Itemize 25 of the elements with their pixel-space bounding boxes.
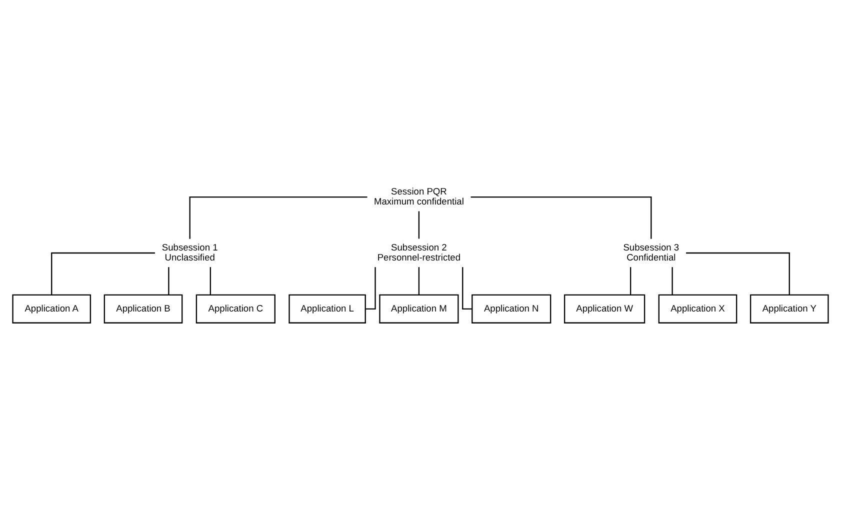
connector — [686, 252, 790, 295]
node-box: Application W — [564, 294, 646, 324]
connector — [189, 196, 368, 239]
connector — [51, 252, 155, 295]
node-text: Subsession 3 Confidential — [623, 242, 680, 262]
node-box: Application L — [288, 294, 366, 324]
connector — [672, 267, 673, 295]
connector — [630, 267, 632, 295]
node-box: Application B — [104, 294, 183, 324]
node-text: Session PQR Maximum confidential — [374, 186, 464, 207]
node-box: Application M — [379, 294, 459, 324]
connector — [462, 267, 472, 310]
connector — [418, 211, 420, 239]
node-box: Application A — [12, 294, 92, 324]
node-box: Application X — [658, 294, 738, 324]
connector — [418, 267, 420, 295]
connector — [168, 267, 170, 295]
node-box: Application Y — [750, 294, 829, 324]
node-text: Subsession 2 Personnel-restricted — [377, 242, 461, 262]
connector — [210, 267, 212, 295]
node-box: Application C — [196, 294, 276, 324]
node-box: Application N — [472, 294, 552, 324]
node-text: Subsession 1 Unclassified — [162, 242, 218, 262]
connector — [470, 196, 652, 239]
connector — [366, 267, 376, 310]
